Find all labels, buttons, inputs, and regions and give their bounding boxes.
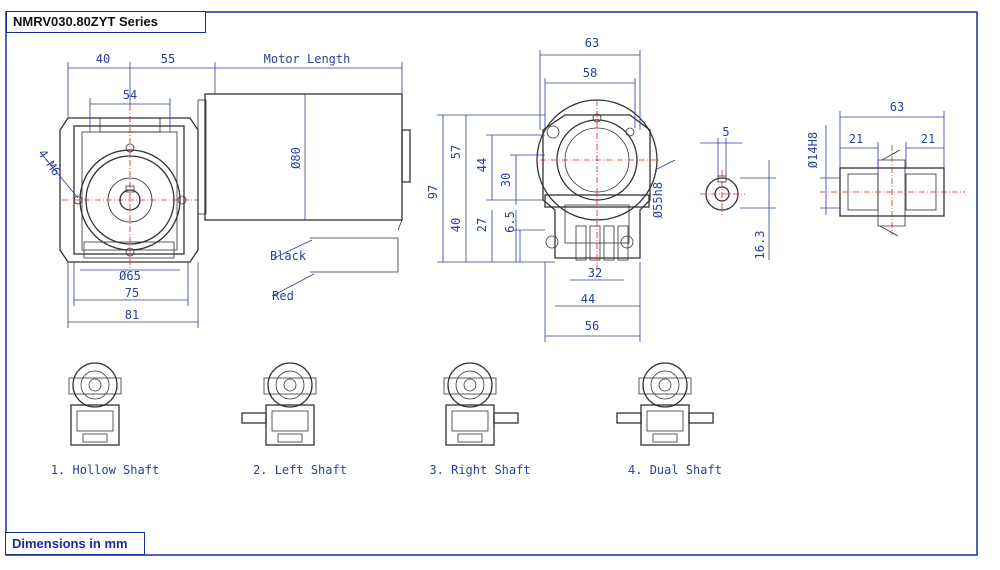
wire-red-label: Red — [272, 289, 294, 303]
variant-label: 4. Dual Shaft — [628, 463, 722, 477]
side-view — [437, 50, 676, 342]
title-box: NMRV030.80ZYT Series — [6, 11, 206, 33]
variant-4: 4. Dual Shaft — [616, 362, 722, 477]
dim-dia55: Ø55h8 — [651, 182, 665, 218]
variant-1: 1. Hollow Shaft — [51, 362, 159, 477]
dim-75: 75 — [125, 286, 139, 300]
dim-16-3: 16.3 — [753, 231, 767, 260]
variant-label: 3. Right Shaft — [429, 463, 530, 477]
variant-label: 2. Left Shaft — [253, 463, 347, 477]
dim-shaft-63: 63 — [890, 100, 904, 114]
dim-54: 54 — [123, 88, 137, 102]
dim-44-horizontal: 44 — [581, 292, 595, 306]
dim-shaft-21-left: 21 — [849, 132, 863, 146]
dim-32: 32 — [588, 266, 602, 280]
dim-30: 30 — [499, 173, 513, 187]
units-box: Dimensions in mm — [5, 532, 145, 555]
dim-56: 56 — [585, 319, 599, 333]
variant-3: 3. Right Shaft — [429, 362, 531, 477]
wire-black-label: Black — [270, 249, 307, 263]
dim-6-5: 6.5 — [503, 211, 517, 233]
dim-dia65: Ø65 — [119, 269, 141, 283]
dim-shaft-21-right: 21 — [921, 132, 935, 146]
front-view-dims: 40 55 Motor Length 54 Ø80 4-M6 Ø65 75 81… — [35, 52, 350, 322]
dim-81: 81 — [125, 308, 139, 322]
dim-dia14h8: Ø14H8 — [806, 132, 820, 168]
shaft-view: Ø14H8 63 21 21 — [806, 100, 965, 237]
dim-4-m6: 4-M6 — [35, 147, 63, 179]
dim-63: 63 — [585, 36, 599, 50]
dim-55: 55 — [161, 52, 175, 66]
shaft-variants: 1. Hollow Shaft 2. Left Shaft 3. Right Sha… — [51, 362, 722, 477]
dim-27: 27 — [475, 218, 489, 232]
drawing-title: NMRV030.80ZYT Series — [13, 14, 158, 29]
side-view-dims: 63 58 97 57 44 30 40 27 6.5 Ø55h8 32 44 … — [426, 36, 665, 333]
drawing-frame — [5, 11, 978, 556]
dim-key-5: 5 — [722, 125, 729, 139]
dim-44-vertical: 44 — [475, 158, 489, 172]
front-view — [39, 62, 411, 328]
dim-58: 58 — [583, 66, 597, 80]
bore-view: 5 16.3 — [700, 125, 776, 260]
dim-40: 40 — [96, 52, 110, 66]
variant-2: 2. Left Shaft — [241, 362, 347, 477]
dim-40-vertical: 40 — [449, 218, 463, 232]
dim-97: 97 — [426, 185, 440, 199]
variant-label: 1. Hollow Shaft — [51, 463, 159, 477]
dim-dia80: Ø80 — [289, 147, 303, 169]
dim-motor-length: Motor Length — [264, 52, 351, 66]
units-note: Dimensions in mm — [12, 536, 128, 551]
dim-57: 57 — [449, 145, 463, 159]
